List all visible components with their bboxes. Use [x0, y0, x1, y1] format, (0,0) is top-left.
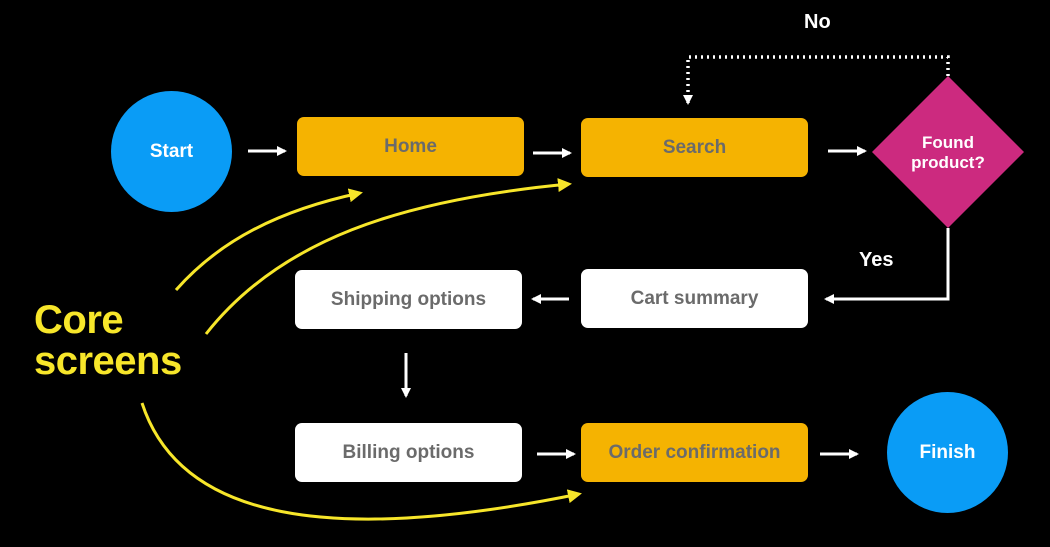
search-label: Search: [662, 136, 727, 158]
order-confirmation-label: Order confirmation: [608, 441, 781, 463]
arrow-decision-no-to-search: [683, 55, 950, 105]
decision-label-line: Found: [922, 133, 974, 152]
core-arrow-to-home: [174, 188, 363, 291]
decision-label-line: product?: [911, 153, 985, 172]
core-screens-annotation: Core screens: [34, 300, 182, 382]
home-screen: Home: [297, 117, 524, 176]
order-confirmation-screen: Order confirmation: [581, 423, 808, 482]
shipping-options-screen: Shipping options: [295, 270, 522, 329]
billing-options-label: Billing options: [342, 441, 475, 463]
cart-summary-label: Cart summary: [630, 287, 759, 309]
shipping-options-label: Shipping options: [330, 288, 487, 310]
start-label: Start: [149, 140, 194, 162]
billing-options-screen: Billing options: [295, 423, 522, 482]
arrow-decision-yes-to-cart: [824, 228, 950, 304]
no-edge-label: No: [804, 11, 831, 33]
decision-diamond: [872, 76, 1024, 228]
search-screen: Search: [581, 118, 808, 177]
finish-label: Finish: [919, 441, 976, 463]
home-label: Home: [384, 135, 437, 157]
start-node: Start: [111, 91, 232, 212]
yes-edge-label: Yes: [859, 249, 894, 271]
cart-summary-screen: Cart summary: [581, 269, 808, 328]
core-arrow-to-search: [204, 178, 572, 335]
finish-node: Finish: [887, 392, 1008, 513]
core-screens-line1: Core: [34, 298, 124, 342]
core-arrow-to-order: [140, 402, 582, 521]
core-screens-line2: screens: [34, 339, 182, 383]
